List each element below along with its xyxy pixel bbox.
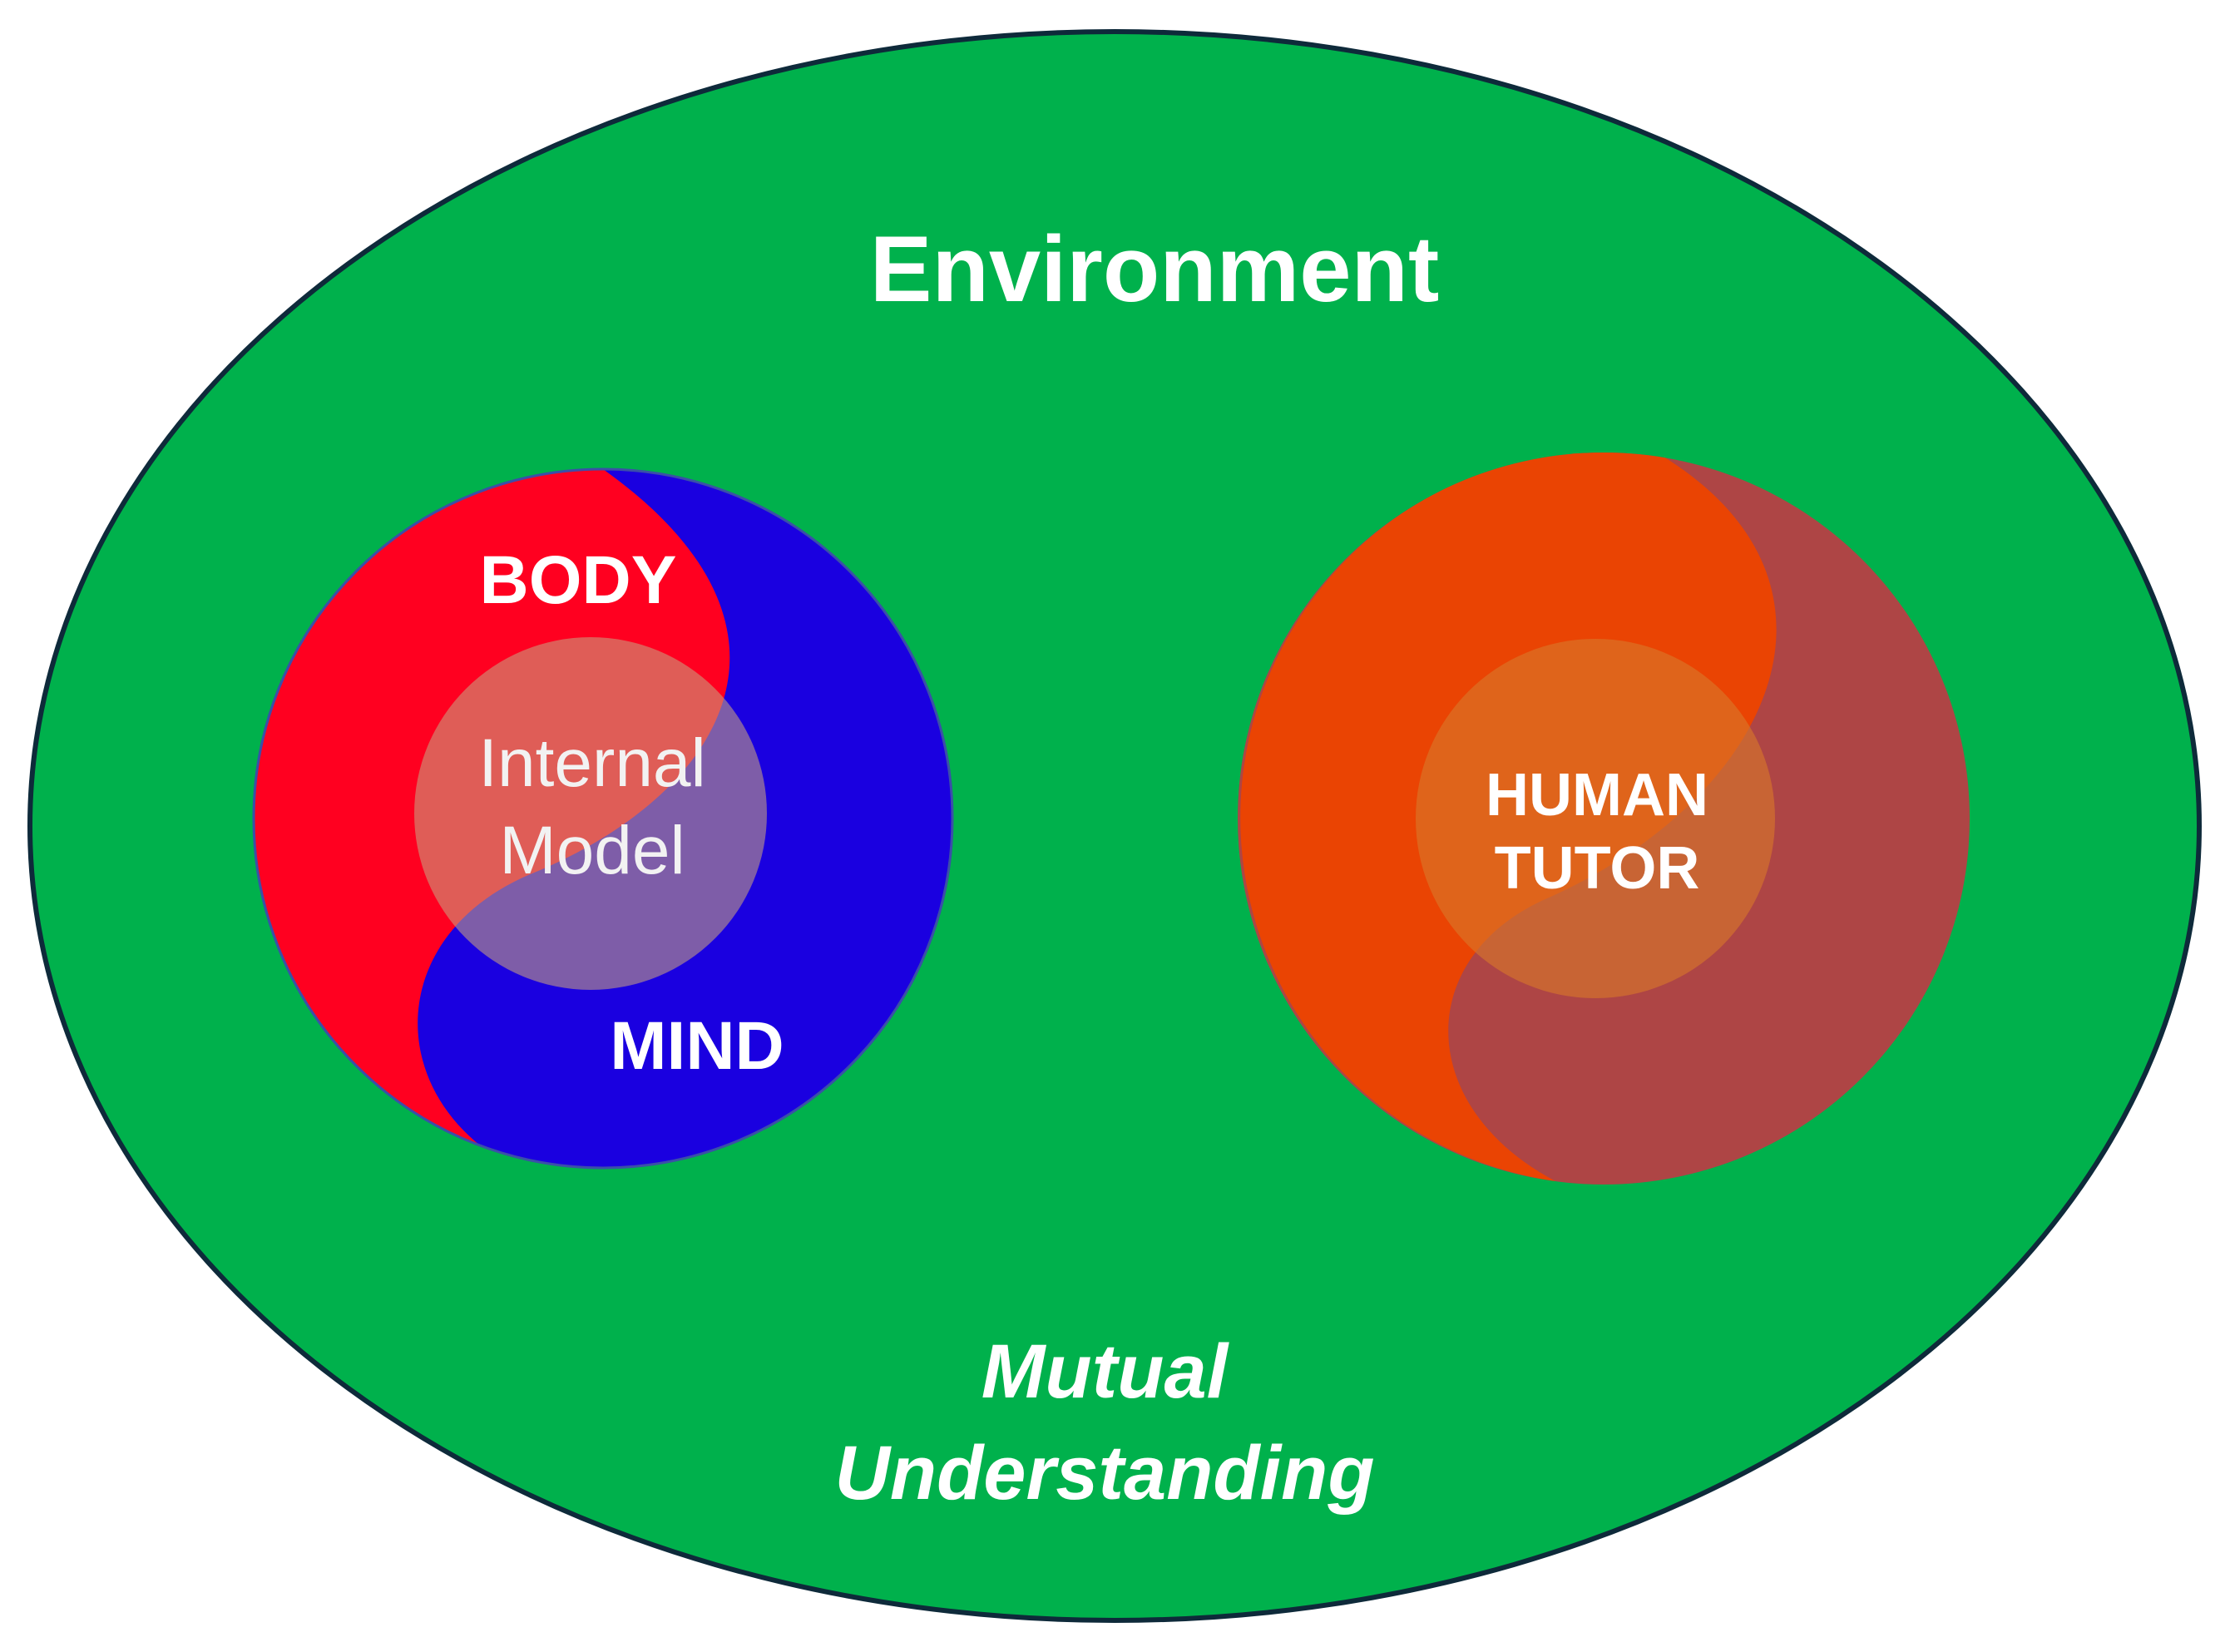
mind-label: MIND (610, 1008, 784, 1084)
internal-model-line1: Internal (478, 725, 706, 801)
understanding-label: Understanding (834, 1431, 1374, 1516)
body-label: BODY (480, 542, 677, 618)
agent-circle: BODY MIND Internal Model (252, 467, 954, 1170)
tutor-label-line1: HUMAN (1486, 762, 1708, 828)
environment-title: Environment (870, 217, 1440, 321)
environment-ellipse (27, 29, 2202, 1623)
agent-outline (252, 467, 954, 1170)
tutor-inner-circle (1416, 639, 1775, 998)
internal-model-line2: Model (499, 813, 685, 888)
mutual-label: Mutual (981, 1329, 1230, 1414)
internal-model-circle (414, 637, 767, 990)
tutor-label-line2: TUTOR (1495, 835, 1700, 902)
tutor-circle: HUMAN TUTOR (1238, 453, 1970, 1185)
